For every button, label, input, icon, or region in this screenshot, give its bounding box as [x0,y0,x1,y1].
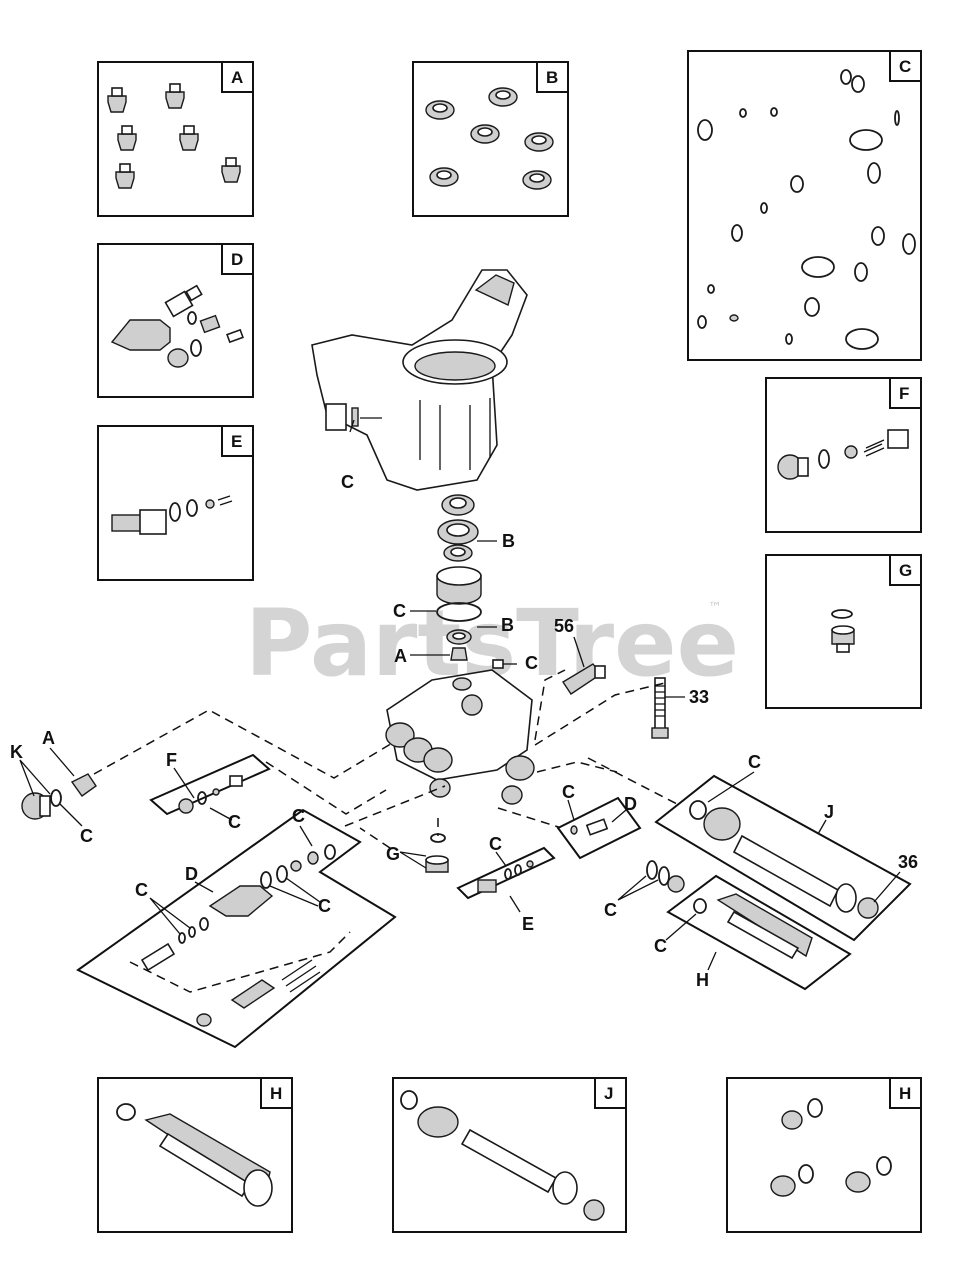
kit-box-e: E [97,425,254,581]
kit-label-d: D [231,250,243,269]
o-ring-icon [697,69,916,350]
kit-box-g: G [765,554,922,709]
callout-c-dkit-left: C [135,880,148,900]
kit-label-c: C [899,57,911,76]
kit-label-g: G [899,561,912,580]
plug-icon [831,609,855,653]
kit-label-b: B [546,68,558,87]
callout-56: 56 [554,616,574,636]
kit-panel-e [456,846,556,900]
watermark-trademark: ™ [708,600,722,616]
unloader-valve-icon [110,284,244,368]
callout-c-hkit: C [654,936,667,956]
callout-c-plug: C [525,653,538,673]
valve-icon [107,83,241,189]
callout-b-lower: B [501,615,514,635]
callout-c-dkit-top: C [292,806,305,826]
kit-box-j: J [392,1077,627,1233]
kit-box-f: F [765,377,922,533]
kit-label-h-right: H [899,1084,911,1103]
kit-box-c: C [687,50,922,361]
callout-c-jkit: C [748,752,761,772]
kit-box-d: D [97,243,254,398]
kit-box-h-left: H [97,1077,293,1233]
kit-label-h-left: H [270,1084,282,1103]
kit-panel-j [654,774,912,942]
callout-labels: C B C B A C 56 33 K A C F C C D C C G C … [10,472,918,990]
callout-c-dkit-mid: C [318,896,331,916]
callout-e-kit: E [522,914,534,934]
callout-c-oring: C [393,601,406,621]
callout-a-top: A [394,646,407,666]
kit-box-b: B [412,61,569,217]
kit-box-h-right: H [726,1077,922,1233]
injector-icon [111,495,233,535]
kit-label-f: F [899,384,909,403]
kit-label-a: A [231,68,243,87]
c-pair-parts [646,860,685,893]
pump-manifold [385,669,535,805]
part-33-bolt [651,677,669,739]
callout-leaders [19,419,901,971]
plug-icon [770,1098,892,1197]
seal-icon [425,87,554,190]
callout-d-kit: D [185,864,198,884]
callout-c-pair: C [604,900,617,920]
part-56-fitting [562,663,606,695]
kit-g-parts [425,833,449,873]
callout-c-ekit: C [489,834,502,854]
callout-f-kit: F [166,750,177,770]
callout-c-housing: C [341,472,354,492]
seal-stack [436,494,504,669]
callout-d-small: D [624,794,637,814]
callout-h-kit: H [696,970,709,990]
callout-c-left: C [80,826,93,846]
kit-panel-d-small [556,796,642,860]
kit-panel-f [149,753,271,816]
inlet-plug-parts [21,773,97,820]
kit-label-e: E [231,432,242,451]
kit-box-a: A [97,61,254,217]
callout-33: 33 [689,687,709,707]
callout-k: K [10,742,23,762]
callout-36: 36 [898,852,918,872]
check-valve-icon [777,429,909,480]
kit-panel-h [666,874,852,991]
kit-label-j: J [604,1084,613,1103]
callout-b-upper: B [502,531,515,551]
callout-c-small-d: C [562,782,575,802]
kit-panel-d [76,808,397,1049]
callout-j-kit: J [824,802,834,822]
pump-housing [311,269,528,491]
manifold-tube-icon [400,1090,605,1221]
callout-g-kit: G [386,844,400,864]
callout-a-left: A [42,728,55,748]
callout-c-fkit: C [228,812,241,832]
manifold-tube-icon [116,1103,273,1207]
